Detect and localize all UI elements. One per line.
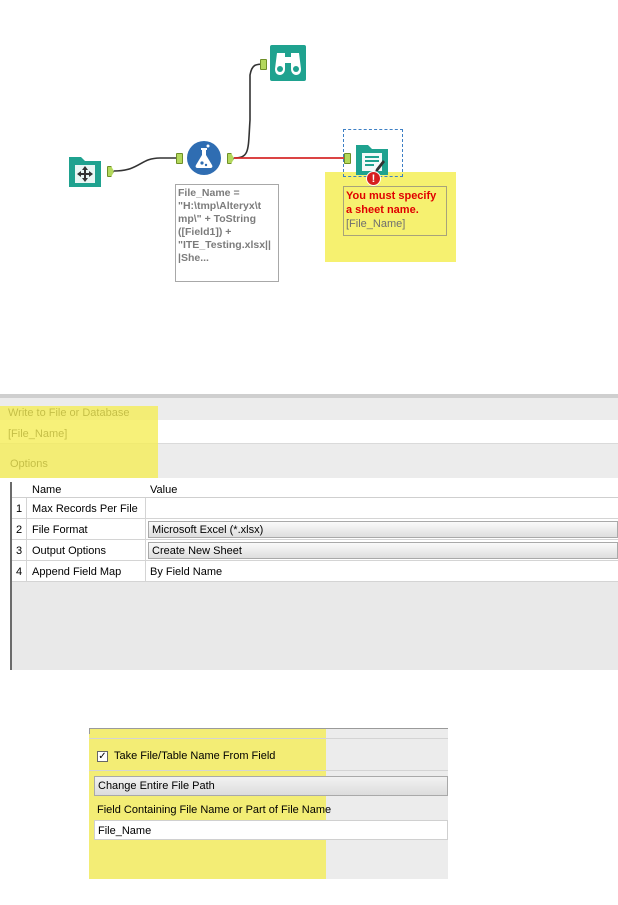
append-field-map-value[interactable]: By Field Name (150, 566, 223, 578)
row-number: 2 (16, 524, 23, 536)
row-name: Output Options (32, 545, 106, 557)
highlight-field-options (89, 728, 326, 879)
highlight-output-error (325, 172, 456, 262)
input-data-tool[interactable] (67, 153, 103, 189)
formula-input-anchor[interactable] (176, 153, 183, 164)
column-value-header: Value (150, 484, 178, 496)
wire-formula-to-browse (233, 63, 266, 159)
error-message: You must specify a sheet name. (346, 190, 437, 216)
grid-row-file-format[interactable]: 2 File Format Microsoft Excel (*.xlsx) (12, 519, 618, 540)
wire-input-to-formula (113, 157, 183, 172)
panel-top-border (89, 728, 448, 734)
panel-top-border (0, 394, 618, 398)
output-error-annotation: You must specify a sheet name. [File_Nam… (343, 186, 447, 236)
row-number: 4 (16, 566, 23, 578)
grid-row-output-options[interactable]: 3 Output Options Create New Sheet (12, 540, 618, 561)
output-data-icon (356, 145, 388, 175)
file-name-options-panel: ✓ Take File/Table Name From Field Change… (89, 728, 448, 879)
input-output-anchor[interactable] (107, 166, 114, 177)
grid-header: Name Value (12, 482, 618, 498)
output-input-anchor[interactable] (344, 153, 351, 164)
row-number: 3 (16, 545, 23, 557)
connection-wires (113, 63, 348, 172)
input-data-icon (69, 157, 101, 187)
file-format-dropdown[interactable]: Microsoft Excel (*.xlsx) (148, 521, 618, 538)
formula-output-anchor[interactable] (227, 153, 234, 164)
row-name: Max Records Per File (32, 503, 138, 515)
browse-input-anchor[interactable] (260, 59, 267, 70)
row-number: 1 (16, 503, 23, 515)
highlight-config-header (0, 406, 158, 478)
formula-tool[interactable] (186, 140, 222, 176)
field-containing-name-label: Field Containing File Name or Part of Fi… (97, 804, 332, 816)
workflow-canvas[interactable]: File_Name = "H:\tmp\Alteryx\t mp\" + ToS… (0, 0, 618, 330)
file-path-mode-dropdown[interactable]: Change Entire File Path (94, 776, 448, 796)
take-name-from-field-checkbox[interactable]: ✓ (97, 751, 108, 762)
formula-icon (187, 141, 221, 175)
error-field-name: [File_Name] (346, 218, 406, 230)
browse-tool[interactable] (270, 45, 306, 81)
options-grid: Name Value 1 Max Records Per File 2 File… (10, 482, 618, 670)
row-name: File Format (32, 524, 88, 536)
configuration-panel: Write to File or Database [File_Name] Op… (0, 394, 618, 670)
grid-row-append-field-map[interactable]: 4 Append Field Map By Field Name (12, 561, 618, 582)
row-name: Append Field Map (32, 566, 122, 578)
output-options-dropdown[interactable]: Create New Sheet (148, 542, 618, 559)
formula-expression-annotation: File_Name = "H:\tmp\Alteryx\t mp\" + ToS… (175, 184, 279, 282)
error-badge-icon: ! (366, 171, 381, 186)
take-name-from-field-label[interactable]: Take File/Table Name From Field (114, 750, 276, 762)
column-name-header: Name (32, 484, 62, 496)
field-containing-name-select[interactable]: File_Name (94, 820, 448, 840)
output-data-tool[interactable] (354, 141, 390, 177)
browse-icon (270, 45, 306, 81)
grid-row-max-records[interactable]: 1 Max Records Per File (12, 498, 618, 519)
